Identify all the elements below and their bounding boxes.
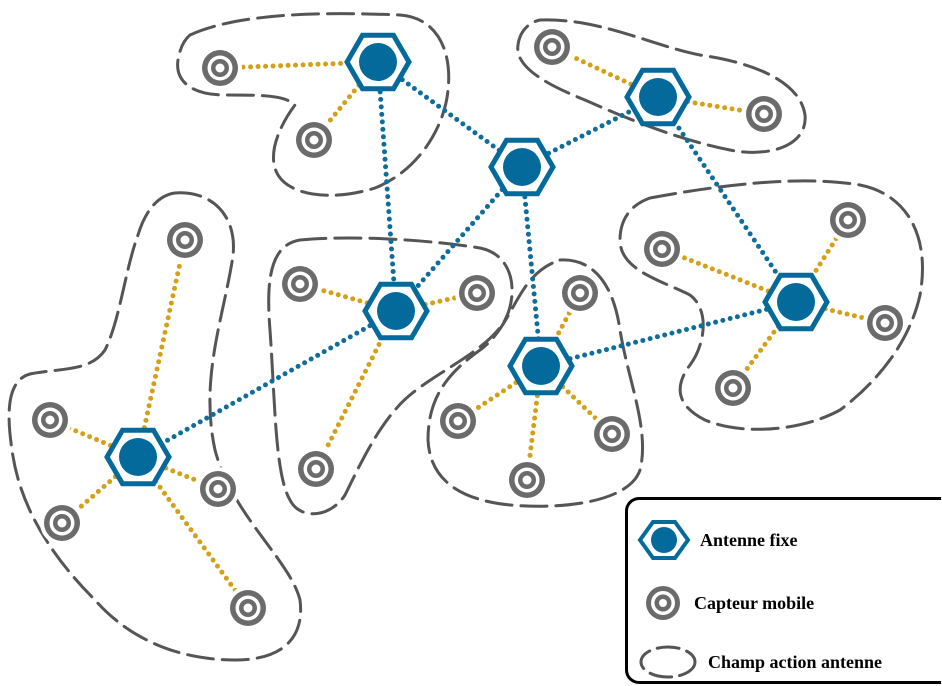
antenna-node (624, 67, 692, 127)
antenna-link (375, 59, 525, 170)
sensor-node (278, 262, 322, 306)
sensor-node (292, 118, 336, 162)
zone-bottom-center (426, 258, 645, 508)
antenna-node (488, 137, 556, 197)
sensor-node (436, 399, 480, 443)
sensor-icon (646, 586, 680, 620)
zone-top-left (176, 12, 451, 197)
antenna-node (104, 427, 172, 487)
zone-top-right (516, 18, 807, 154)
antenna-icon (637, 520, 691, 560)
sensor-node (196, 467, 240, 511)
antenna-node (762, 272, 830, 332)
zone-left (7, 191, 303, 662)
sensor-node (40, 501, 84, 545)
sensor-node (294, 447, 338, 491)
antenna-node (507, 336, 575, 396)
antenna-link (135, 308, 399, 460)
sensor-node (826, 198, 870, 242)
sensor-node (163, 218, 207, 262)
sensor-node (742, 92, 786, 136)
zone-center (267, 236, 514, 516)
zone-right (618, 179, 924, 431)
legend-label-zone: Champ action antenne (708, 651, 883, 672)
antenna-node (362, 281, 430, 341)
antenna-link (375, 59, 399, 314)
legend: Antenne fixe Capteur mobile Champ action… (625, 497, 941, 684)
sensors (28, 25, 907, 630)
sensor-node (530, 25, 574, 69)
sensor-node (590, 412, 634, 456)
antenna-links (135, 59, 799, 460)
sensor-node (28, 398, 72, 442)
sensor-node (711, 366, 755, 410)
legend-item-zone: Champ action antenne (636, 642, 882, 682)
antennas (104, 32, 830, 487)
sensor-node (505, 458, 549, 502)
antenna-link (519, 164, 544, 369)
sensor-node (558, 271, 602, 315)
sensor-node (640, 227, 684, 271)
legend-item-sensor: Capteur mobile (640, 583, 814, 623)
antenna-link (393, 164, 525, 314)
antenna-node (344, 32, 412, 92)
sensor-node (863, 301, 907, 345)
sensor-node (198, 46, 242, 90)
legend-label-antenna: Antenne fixe (700, 529, 798, 550)
antenna-zones (7, 12, 924, 662)
legend-item-antenna: Antenne fixe (636, 520, 798, 560)
antenna-link (538, 299, 799, 369)
sensor-link (135, 237, 188, 460)
legend-label-sensor: Capteur mobile (694, 592, 815, 613)
sensor-node (226, 586, 270, 630)
sensor-node (455, 271, 499, 315)
zone-outline-icon (639, 645, 697, 679)
